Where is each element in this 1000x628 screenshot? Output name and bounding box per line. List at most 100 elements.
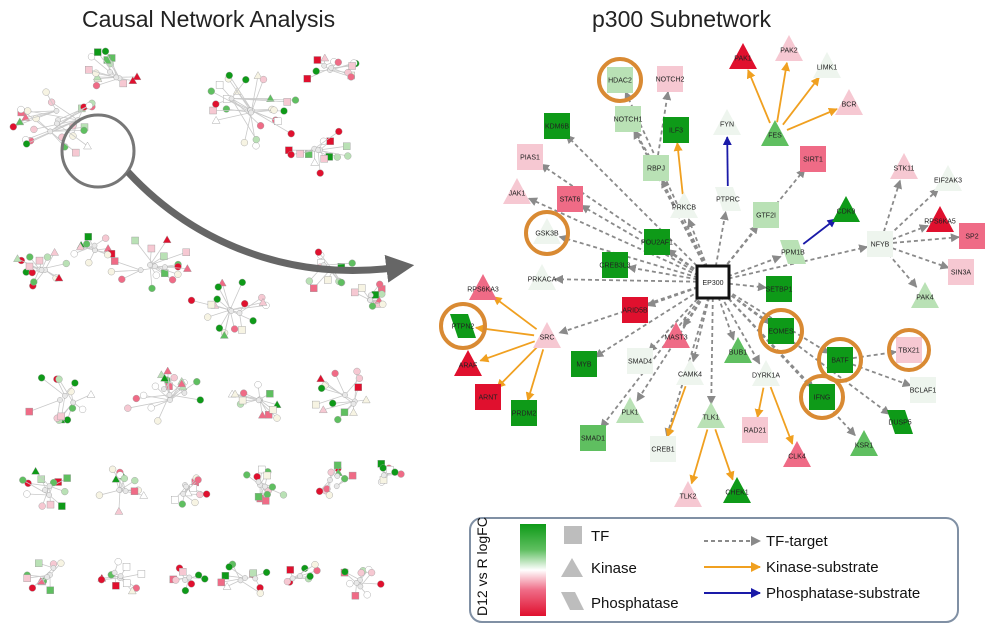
kinase-triangle [533,322,561,348]
kinase-triangle [528,264,556,290]
node-gtf2i: GTF2I [753,202,779,228]
overview-node [57,559,65,567]
tf-square [742,417,768,443]
overview-edge [91,56,117,78]
overview-node [177,379,187,387]
overview-node [215,81,224,89]
overview-node [148,284,156,293]
overview-hub-node [50,565,57,571]
overview-cluster [316,461,357,499]
node-label: ILF3 [669,128,683,135]
overview-node [23,574,31,582]
overview-hub-node [111,569,118,576]
edge-ep300-smad4 [648,293,703,353]
overview-edge [211,304,240,314]
node-jak1: JAK1 [503,178,531,204]
overview-node [124,404,132,412]
node-label: SIN3A [951,270,972,277]
overview-node [182,248,190,257]
kinase-triangle [890,153,918,179]
overview-node [348,259,356,267]
tf-square [643,155,669,181]
node-batf: BATF [827,347,853,373]
node-label: SMAD1 [581,436,605,443]
edge-src-arnt [496,345,539,389]
tf-square [622,297,648,323]
node-src: SRC [533,322,561,348]
overview-node [49,479,58,487]
overview-node [37,475,45,483]
overview-node [147,404,155,412]
overview-edge [50,126,85,132]
overview-node [337,278,345,287]
overview-node [189,484,197,492]
overview-node [343,142,351,150]
node-label: SMAD4 [628,359,652,366]
overview-node [36,576,46,585]
edge-camk4-creb1 [665,385,687,438]
tf-square [896,337,922,363]
overview-edge [57,105,90,121]
node-label: PRKACA [528,277,557,284]
overview-cluster [243,465,288,505]
overview-node [268,483,277,491]
node-label: NOTCH1 [614,117,643,124]
overview-edge [228,75,253,112]
node-dusp5: DUSP5 [887,410,913,434]
overview-edge [143,395,171,401]
overview-cluster [303,53,360,83]
overview-edge [317,150,321,174]
tf-square [627,348,653,374]
overview-edge [97,51,117,78]
node-ifng: IFNG [809,384,835,410]
edge-ep300-stat6 [580,204,700,275]
overview-node [214,283,222,291]
overview-cluster [351,280,387,310]
overview-node [42,88,50,96]
edge-ep300-ksr1 [723,293,856,437]
kinase-triangle [697,402,725,428]
overview-edge [259,399,278,406]
overview-node [253,473,261,481]
edge-ep300-rbpj [660,178,707,269]
overview-node [70,250,78,258]
highlight-rings [439,57,931,420]
overview-node [313,566,321,575]
edge-tlk1-tlk2 [689,429,709,485]
node-camk4: CAMK4 [676,359,704,385]
kinase-triangle [454,350,482,376]
node-pak2: PAK2 [775,35,803,61]
overview-hub-node [357,583,364,590]
overview-node [316,169,324,177]
left-panel-title: Causal Network Analysis [82,6,336,32]
highlight-ring-tbx21 [887,328,931,372]
overview-hub-node [46,492,52,498]
overview-node [84,66,93,74]
node-label: BCR [842,102,857,109]
overview-node [174,263,182,271]
overview-edge [329,69,352,78]
kinase-triangle [503,178,531,204]
kinase-triangle [813,52,841,78]
overview-hub-node [107,69,113,75]
tf-square [753,202,779,228]
legend-phosphatase-label: Phosphatase [591,595,679,612]
overview-edge [250,79,264,113]
node-creb3l3: CREB3L3 [599,252,631,278]
overview-node [95,491,104,499]
tf-square [580,425,606,451]
overview-node [108,465,117,473]
overview-node [122,563,131,571]
overview-cluster [227,381,282,422]
edge-ep300-batf [726,289,830,354]
overview-node [62,259,70,268]
overview-node [238,278,246,287]
overview-hub-node [353,580,360,586]
overview-node [286,566,294,574]
overview-hub-node [342,392,348,398]
zoom-arrow [125,169,415,283]
overview-node [316,374,326,382]
overview-edge [344,378,360,396]
node-label: PPM1B [781,250,805,257]
